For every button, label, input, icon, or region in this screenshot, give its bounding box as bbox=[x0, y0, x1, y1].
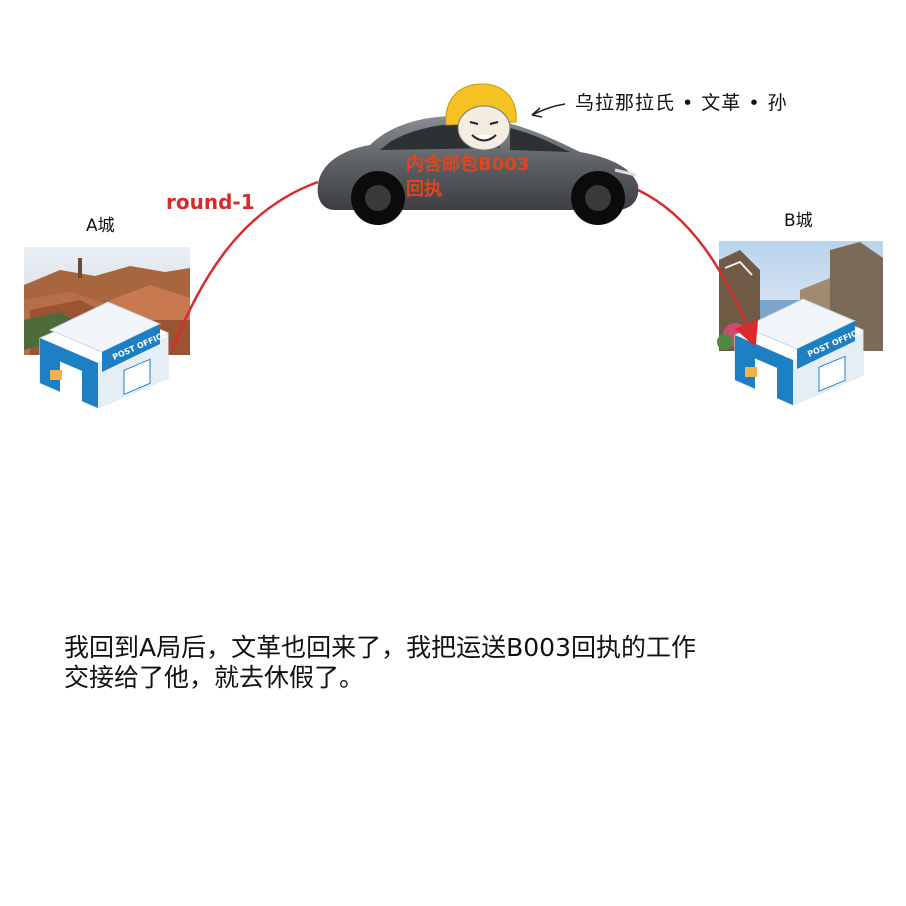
route-label: round-1 bbox=[166, 190, 255, 214]
route-arc-left bbox=[170, 180, 319, 351]
cargo-label-line2: 回执 bbox=[406, 179, 442, 200]
cargo-label-line1: 内含邮包B003 bbox=[406, 154, 530, 175]
city-b-label: B城 bbox=[784, 211, 813, 231]
post-office-a: POST OFFICE bbox=[39, 301, 169, 409]
driver-pointer-arrow bbox=[531, 103, 566, 118]
driver-name-label: 乌拉那拉氏 • 文革 • 孙 bbox=[575, 92, 788, 114]
route-arc-right bbox=[637, 188, 759, 348]
post-office-b: POST OFFICE bbox=[734, 298, 864, 406]
cargo-label: 内含邮包B003 回执 bbox=[406, 152, 529, 202]
caption-line1: 我回到A局后，文革也回来了，我把运送B003回执的工作 bbox=[64, 633, 696, 662]
caption: 我回到A局后，文革也回来了，我把运送B003回执的工作 交接给了他，就去休假了。 bbox=[64, 633, 696, 693]
driver-avatar bbox=[445, 83, 517, 151]
city-a-label: A城 bbox=[86, 216, 115, 236]
caption-line2: 交接给了他，就去休假了。 bbox=[64, 663, 365, 692]
